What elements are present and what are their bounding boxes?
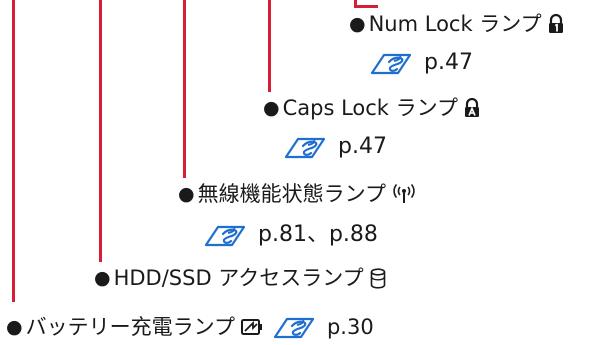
pointing-hand-ref-icon (284, 137, 326, 159)
battery-label: バッテリー充電ランプ (25, 315, 235, 339)
wireless-leader-line (183, 0, 186, 178)
bullet: ● (349, 13, 366, 35)
hdd-ssd-label: HDD/SSD アクセスランプ (113, 266, 364, 290)
caps-lock-page-ref[interactable]: p.47 (284, 134, 387, 160)
hdd-ssd-item: ● HDD/SSD アクセスランプ (94, 265, 386, 291)
battery-leader-line (12, 0, 15, 302)
hdd-leader-line (99, 0, 102, 262)
num-lock-page-ref[interactable]: p.47 (370, 50, 473, 76)
bullet: ● (263, 97, 280, 119)
drive-icon (370, 267, 385, 289)
pointing-hand-ref-icon (204, 225, 246, 247)
caps-lock-item: ● Caps Lock ランプ (263, 95, 480, 121)
num-lock-leader-hline (354, 5, 378, 8)
wireless-item: ● 無線機能状態ランプ (178, 181, 416, 207)
lock-1-icon (548, 14, 563, 33)
bullet: ● (6, 316, 23, 338)
caps-lock-label: Caps Lock ランプ (282, 96, 459, 120)
num-lock-item: ● Num Lock ランプ (349, 11, 564, 37)
battery-item: ● バッテリー充電ランプ p.30 (6, 314, 374, 340)
wireless-page-number: p.81、p.88 (258, 222, 378, 247)
battery-charge-icon (240, 319, 262, 335)
pointing-hand-ref-icon (370, 53, 412, 75)
wireless-label: 無線機能状態ランプ (197, 182, 386, 206)
wireless-page-ref[interactable]: p.81、p.88 (204, 222, 378, 248)
caps-lock-page-number: p.47 (338, 134, 387, 159)
wireless-icon (393, 183, 415, 203)
bullet: ● (178, 183, 195, 205)
battery-page-number[interactable]: p.30 (326, 315, 374, 339)
num-lock-label: Num Lock ランプ (368, 12, 542, 36)
caps-lock-leader-line (268, 0, 271, 92)
bullet: ● (94, 267, 111, 289)
pointing-hand-ref-icon[interactable] (273, 315, 321, 339)
num-lock-page-number: p.47 (424, 50, 473, 75)
lock-a-icon (465, 98, 480, 117)
num-lock-leader-line (354, 0, 357, 8)
